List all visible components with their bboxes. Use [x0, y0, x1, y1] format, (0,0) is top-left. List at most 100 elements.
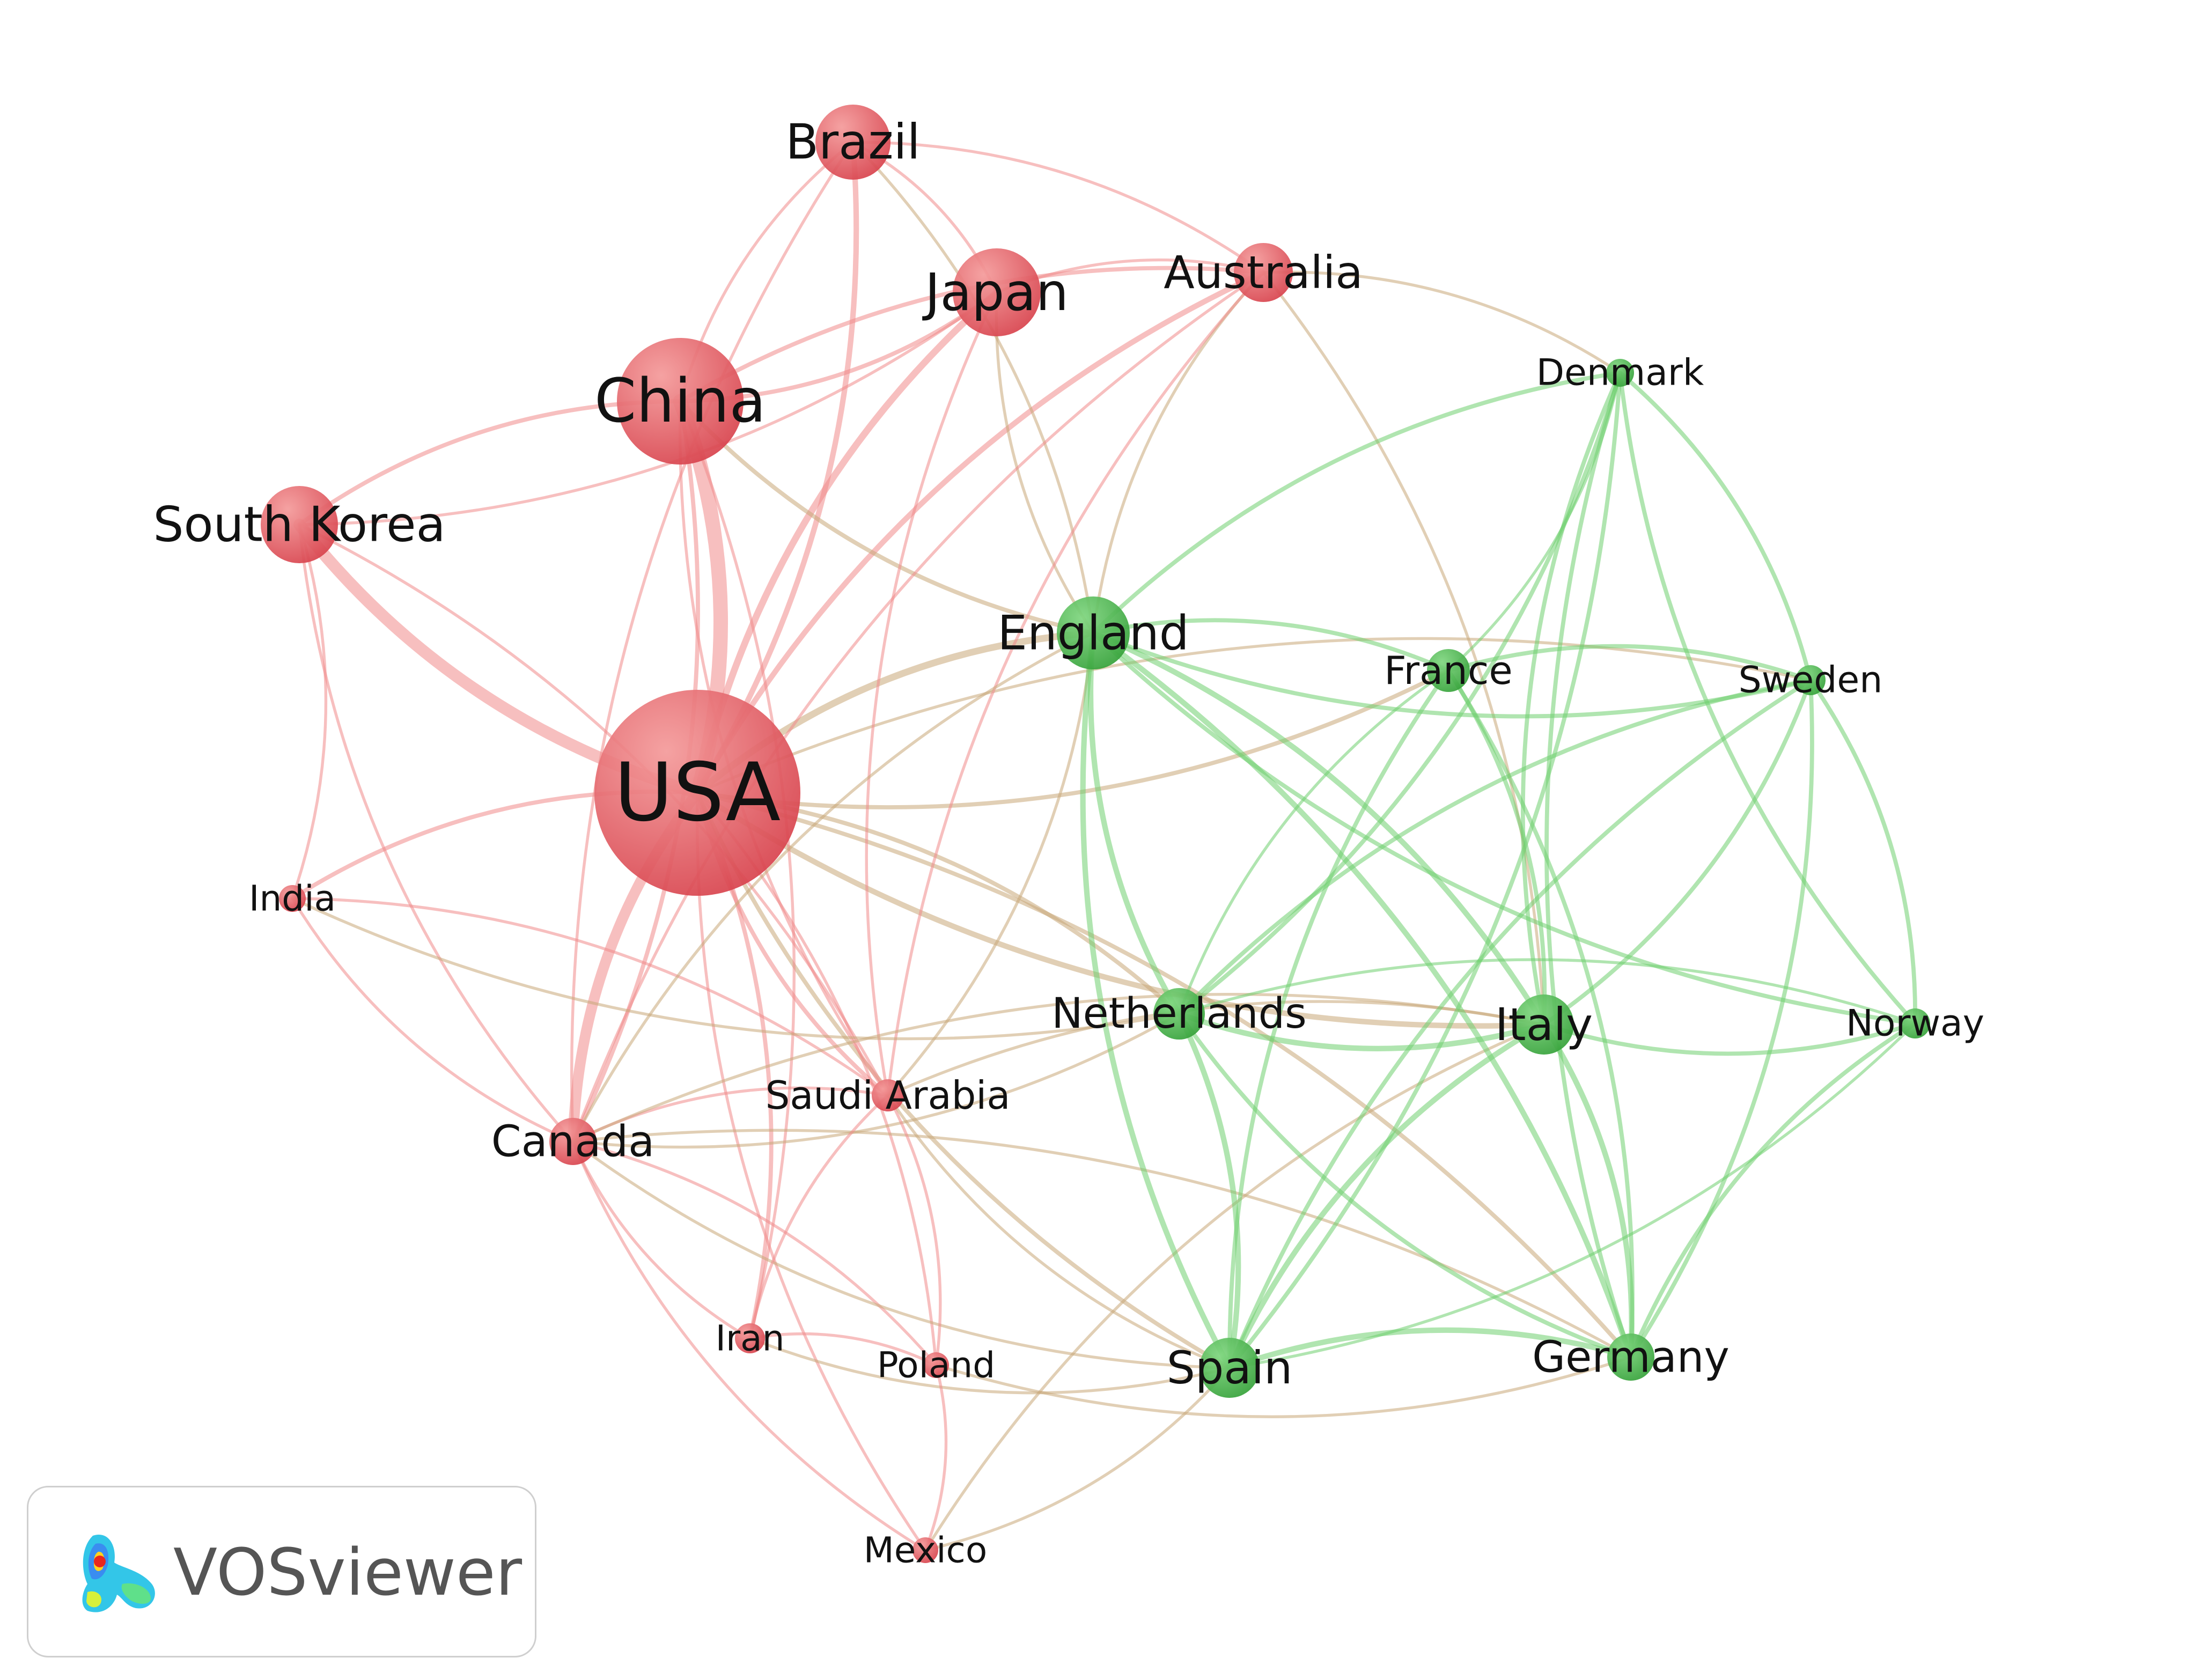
link-usa-australia: [694, 269, 1267, 796]
link-usa-germany: [695, 791, 1633, 1359]
node-norway[interactable]: [1900, 1008, 1930, 1038]
link-australia-england: [1092, 271, 1265, 635]
node-label-france: France: [1384, 648, 1512, 693]
node-label-japan: Japan: [922, 262, 1069, 322]
link-saudi_arabia-spain: [886, 1094, 1231, 1369]
link-canada-spain: [571, 1140, 1231, 1369]
link-china-england: [678, 399, 1095, 635]
node-canada[interactable]: [549, 1118, 597, 1165]
node-australia[interactable]: [1234, 243, 1293, 302]
node-netherlands[interactable]: [1153, 988, 1205, 1040]
node-italy[interactable]: [1514, 994, 1574, 1055]
node-mexico[interactable]: [912, 1537, 938, 1563]
link-canada-germany: [571, 1129, 1632, 1359]
node-label-england: England: [997, 606, 1189, 661]
link-china-iran: [679, 400, 796, 1340]
node-saudi-arabia[interactable]: [872, 1079, 904, 1111]
node-label-denmark: Denmark: [1536, 352, 1704, 394]
link-england-sweden: [1091, 631, 1813, 719]
link-south_korea-canada: [298, 523, 575, 1143]
node-japan[interactable]: [953, 248, 1041, 336]
link-india-saudi_arabia: [291, 897, 889, 1097]
link-usa-mexico: [695, 791, 927, 1552]
node-label-germany: Germany: [1532, 1332, 1730, 1382]
node-label-norway: Norway: [1846, 1003, 1984, 1045]
link-england-spain: [1080, 630, 1233, 1371]
link-denmark-sweden: [1618, 371, 1813, 682]
node-label-spain: Spain: [1167, 1342, 1293, 1394]
link-spain-norway: [1228, 1022, 1917, 1369]
link-denmark-germany: [1544, 371, 1633, 1359]
node-brazil[interactable]: [815, 105, 891, 180]
node-usa[interactable]: [594, 690, 800, 896]
node-label-usa: USA: [614, 746, 781, 839]
node-label-netherlands: Netherlands: [1051, 990, 1306, 1038]
link-sweden-norway: [1808, 678, 1917, 1026]
link-canada-england: [571, 631, 1095, 1143]
link-netherlands-italy: [1176, 1011, 1547, 1051]
link-netherlands-spain: [1176, 1011, 1241, 1371]
link-japan-saudi_arabia: [865, 291, 998, 1097]
link-mexico-spain: [924, 1366, 1231, 1552]
node-spain[interactable]: [1199, 1338, 1260, 1398]
link-spain-germany: [1226, 1327, 1634, 1371]
node-england[interactable]: [1057, 596, 1130, 669]
link-iran-spain: [748, 1337, 1231, 1395]
node-label-india: India: [249, 878, 336, 919]
node-france[interactable]: [1427, 649, 1470, 692]
link-england-france: [1091, 618, 1451, 673]
link-france-spain: [1227, 668, 1451, 1370]
link-saudi_arabia-iran: [748, 1094, 889, 1340]
link-usa-sweden: [696, 637, 1812, 794]
link-layer: [290, 139, 1917, 1552]
link-japan-south_korea: [298, 291, 998, 526]
link-denmark-norway: [1618, 371, 1917, 1026]
link-canada-italy: [571, 993, 1546, 1143]
link-italy-norway: [1542, 1021, 1917, 1056]
link-france-netherlands: [1178, 669, 1450, 1015]
link-england-denmark: [1091, 371, 1622, 635]
node-india[interactable]: [279, 885, 306, 912]
node-label-brazil: Brazil: [785, 114, 920, 171]
node-iran[interactable]: [735, 1323, 765, 1353]
link-brazil-england: [851, 141, 1095, 635]
link-usa-france: [695, 668, 1451, 809]
link-brazil-australia: [851, 141, 1265, 274]
link-canada-netherlands: [571, 1012, 1181, 1149]
link-italy-germany: [1541, 1021, 1635, 1360]
vosviewer-badge: VOSviewer: [27, 1486, 536, 1657]
link-netherlands-norway: [1178, 958, 1917, 1025]
node-sweden[interactable]: [1795, 665, 1826, 695]
link-sweden-germany: [1629, 678, 1814, 1359]
node-label-mexico: Mexico: [864, 1530, 987, 1571]
link-australia-saudi_arabia: [886, 271, 1265, 1097]
node-poland[interactable]: [923, 1352, 949, 1378]
link-india-canada: [291, 897, 575, 1143]
link-canada-mexico: [571, 1140, 927, 1552]
link-germany-norway: [1629, 1021, 1917, 1359]
node-label-italy: Italy: [1495, 998, 1593, 1051]
node-china[interactable]: [617, 338, 744, 465]
link-poland-mexico: [924, 1364, 948, 1552]
node-label-china: China: [594, 366, 766, 436]
node-south-korea[interactable]: [261, 486, 338, 563]
link-mexico-italy: [924, 1023, 1546, 1552]
link-denmark-netherlands: [1177, 371, 1622, 1016]
link-sweden-netherlands: [1177, 678, 1813, 1016]
link-italy-spain: [1226, 1021, 1547, 1371]
link-england-germany: [1090, 630, 1634, 1360]
link-australia-denmark: [1262, 270, 1622, 374]
node-germany[interactable]: [1607, 1333, 1654, 1381]
vosviewer-density-logo-icon: [82, 1535, 155, 1612]
link-usa-italy: [694, 790, 1547, 1029]
link-france-germany: [1446, 668, 1635, 1359]
link-japan-england: [995, 291, 1095, 635]
link-saudi_arabia-italy: [886, 1000, 1546, 1097]
link-sweden-spain: [1227, 678, 1813, 1370]
node-denmark[interactable]: [1606, 359, 1634, 387]
node-layer: [261, 105, 1930, 1563]
node-label-south-korea: South Korea: [153, 497, 445, 553]
